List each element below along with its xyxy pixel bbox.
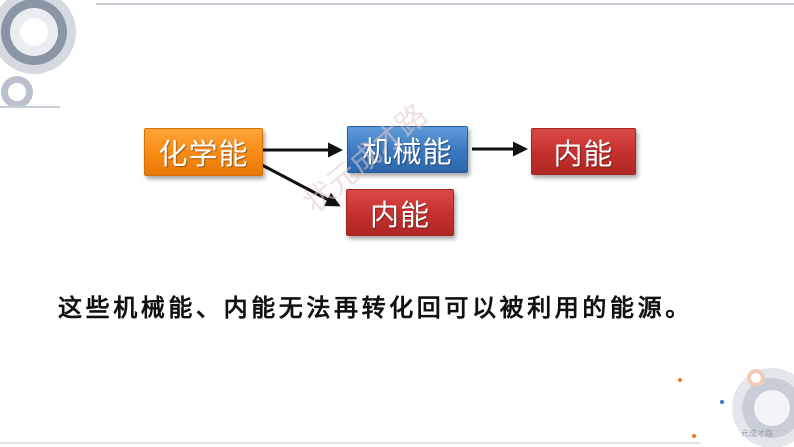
chemical-energy-box: 化学能 — [144, 128, 263, 176]
dot-icon — [678, 378, 682, 382]
mechanical-energy-box: 机械能 — [347, 126, 468, 173]
gear-decoration-top-left — [0, 0, 76, 108]
mechanical-energy-label: 机械能 — [362, 134, 453, 169]
dot-icon — [692, 434, 696, 438]
arrow-chemical-to-internal — [261, 163, 341, 207]
caption-sentence: 这些机械能、内能无法再转化回可以被利用的能源。 — [58, 293, 693, 322]
small-gear-icon — [1, 76, 33, 108]
top-divider-line — [96, 3, 794, 5]
gear-decoration-bottom-right — [678, 368, 794, 447]
internal-energy-label-bottom: 内能 — [369, 197, 430, 232]
bottom-divider-line — [0, 442, 700, 444]
large-gear-icon — [0, 0, 76, 74]
internal-energy-box-bottom: 内能 — [346, 189, 454, 236]
internal-energy-label-top: 内能 — [553, 136, 614, 171]
corner-watermark: 元成才路 — [741, 429, 773, 438]
bottom-gear-icon — [732, 368, 794, 447]
chemical-energy-label: 化学能 — [158, 137, 249, 171]
internal-energy-box-top: 内能 — [531, 128, 636, 175]
dot-icon — [720, 400, 724, 404]
